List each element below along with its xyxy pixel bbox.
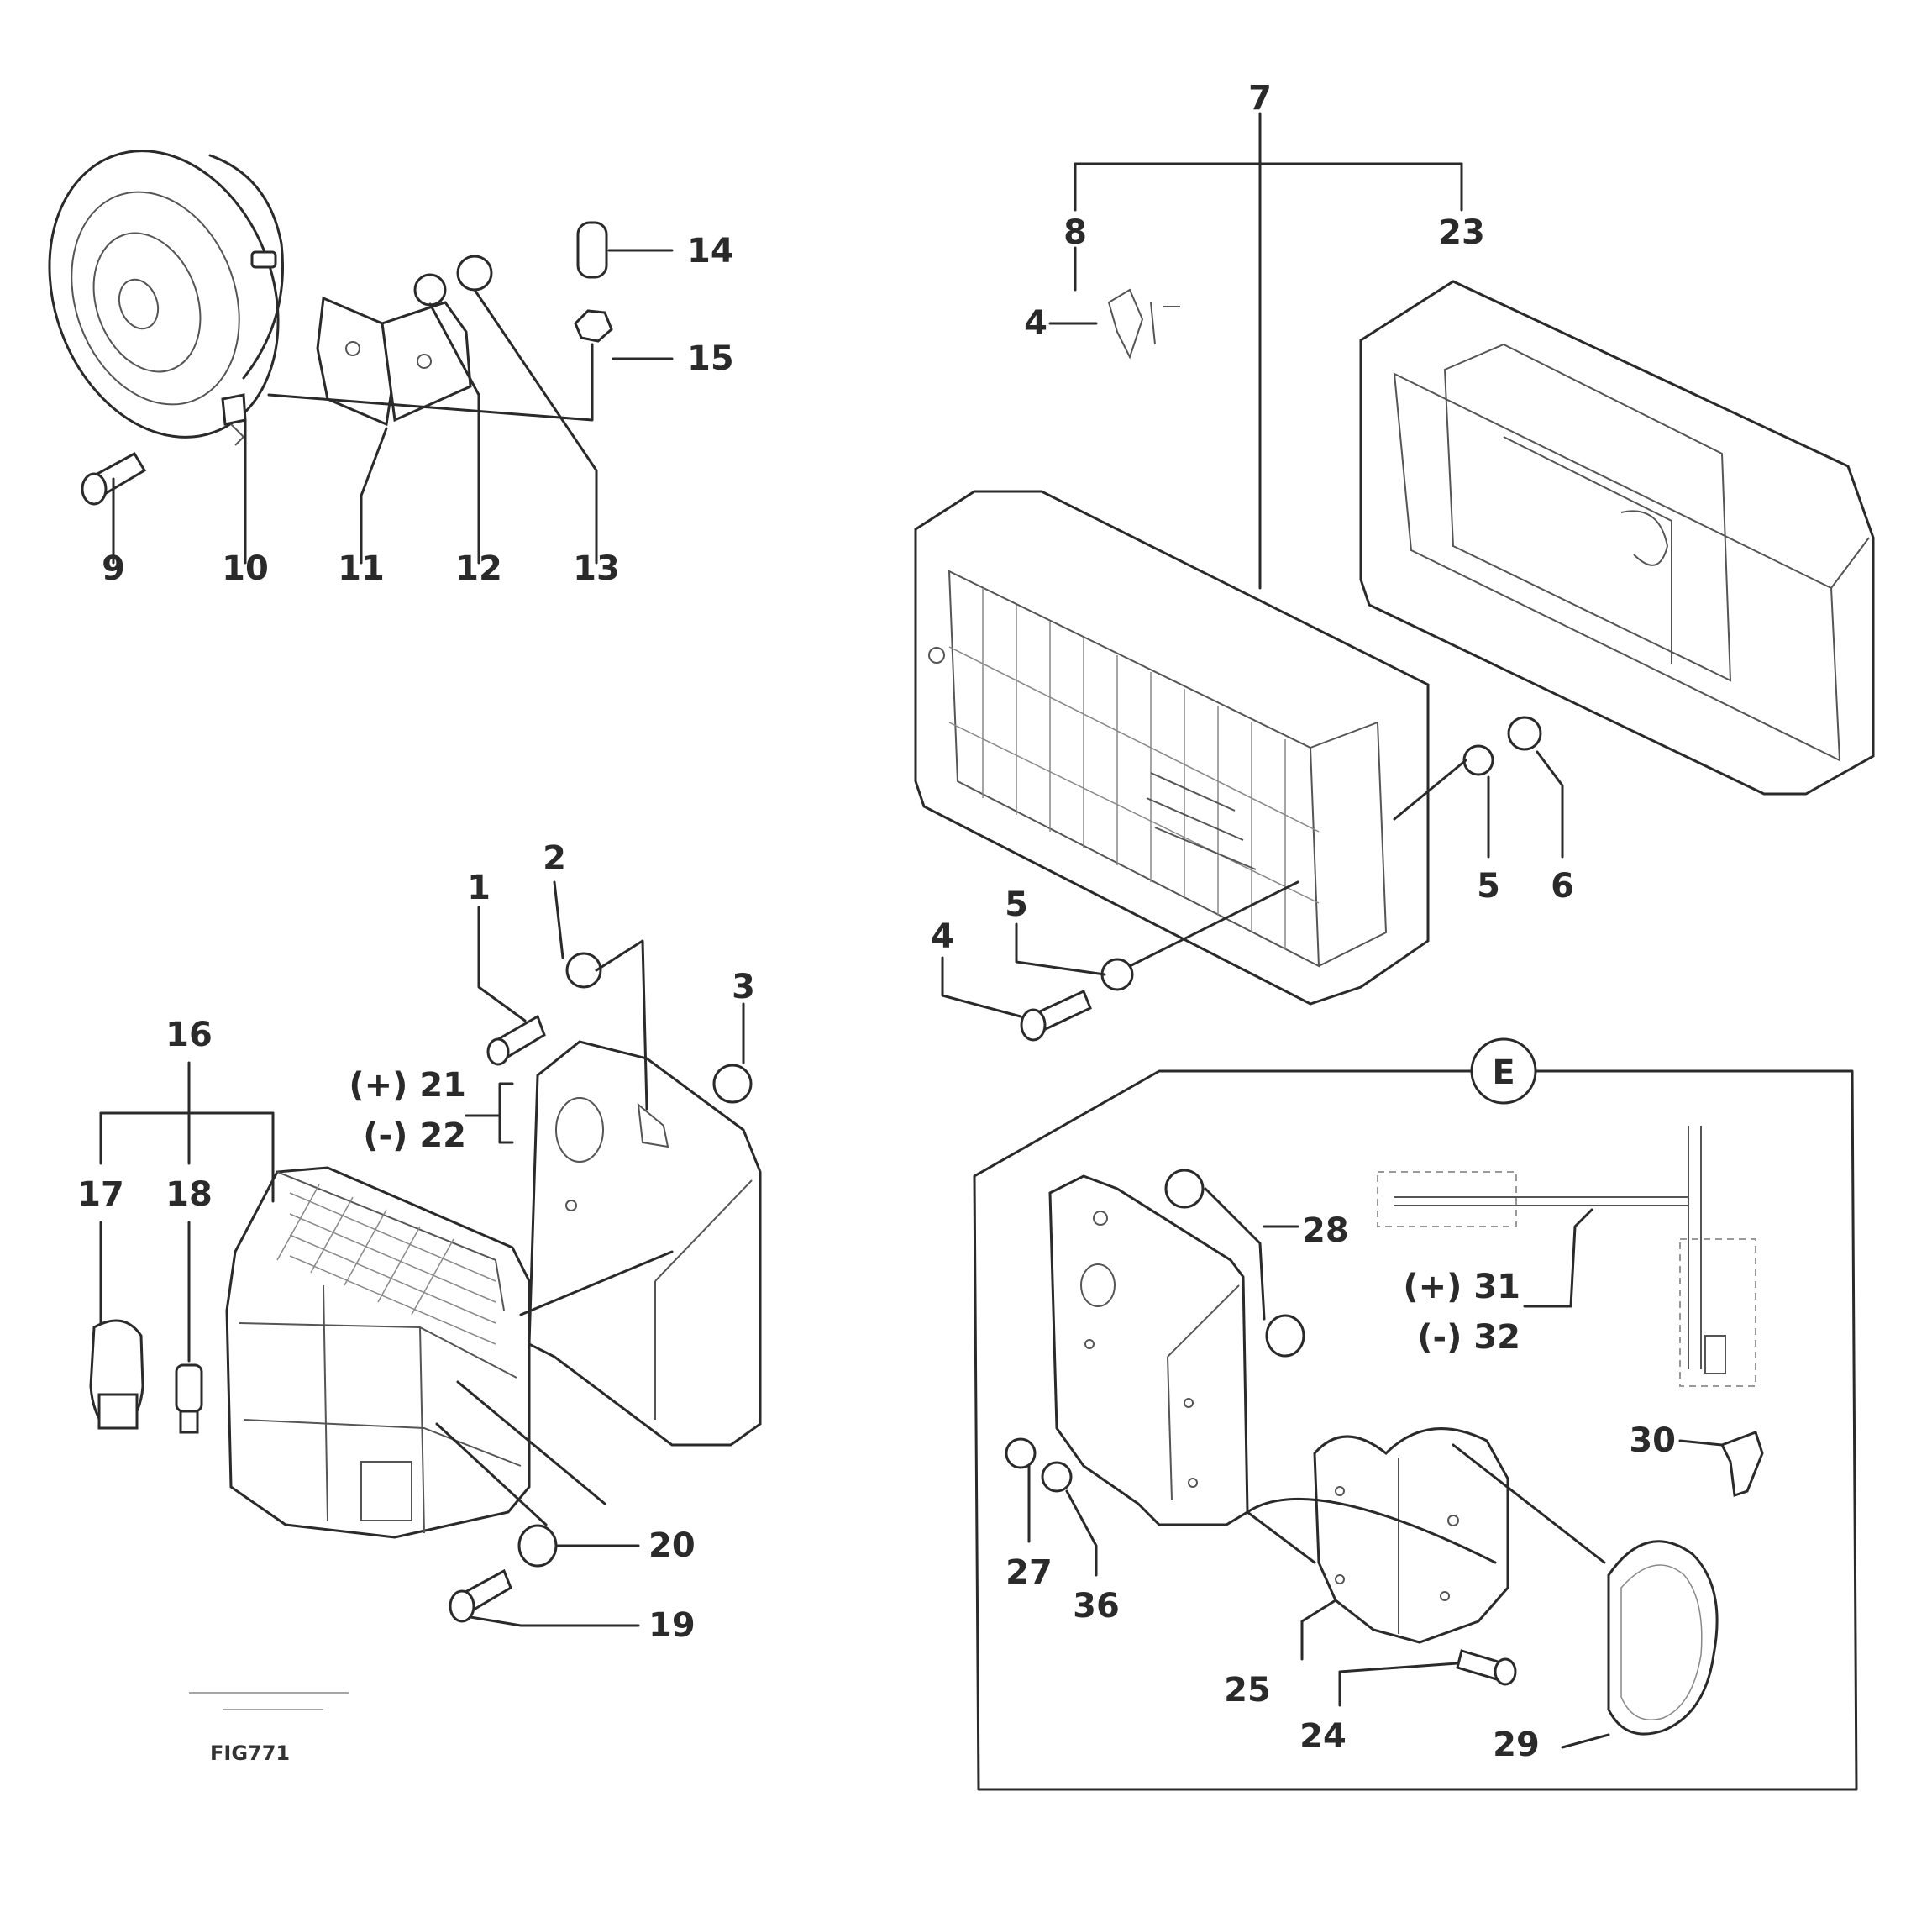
label-24: 24 xyxy=(1299,1717,1347,1756)
label-23: 23 xyxy=(1438,213,1485,252)
label-36: 36 xyxy=(1073,1587,1120,1626)
horn-washer-10 xyxy=(221,393,247,426)
work-lamp-assembly xyxy=(914,112,1875,1042)
label-9: 9 xyxy=(102,549,125,588)
label-2: 2 xyxy=(543,839,566,878)
horn xyxy=(48,150,285,446)
label-10: 10 xyxy=(222,549,269,588)
nut-15 xyxy=(574,309,613,343)
bulb-8 xyxy=(1048,246,1180,360)
washer-36 xyxy=(1041,1461,1073,1493)
screw-14 xyxy=(576,221,608,279)
lamp-rear-housing xyxy=(1359,280,1875,796)
bolt-30 xyxy=(1719,1431,1764,1498)
figure-id: FIG771 xyxy=(210,1741,290,1765)
label-5-right: 5 xyxy=(1477,867,1500,906)
tail-lamp xyxy=(225,1166,531,1539)
lamp-front-housing xyxy=(914,490,1430,1006)
label-16: 16 xyxy=(165,1016,213,1054)
bolt-24 xyxy=(1456,1649,1517,1686)
reflector-29 xyxy=(1607,1540,1719,1736)
detail-bracket xyxy=(1048,1174,1249,1526)
label-8: 8 xyxy=(1063,213,1087,252)
label-7: 7 xyxy=(1248,79,1272,118)
label-18: 18 xyxy=(165,1175,213,1214)
washer-20 xyxy=(517,1524,558,1568)
label-31: (+) 31 xyxy=(1403,1268,1520,1306)
nut-28-top xyxy=(1164,1169,1205,1209)
horn-bolt xyxy=(81,451,147,506)
detail-e-box xyxy=(973,1037,1858,1791)
horn-assembly xyxy=(48,150,674,565)
nut-28-bottom xyxy=(1265,1314,1305,1358)
label-30: 30 xyxy=(1629,1421,1676,1460)
washer-5-left xyxy=(1100,958,1134,991)
label-e: E xyxy=(1492,1053,1515,1092)
label-14: 14 xyxy=(687,232,734,271)
label-32: (-) 32 xyxy=(1417,1318,1520,1357)
label-15: 15 xyxy=(687,339,734,378)
label-4-left: 4 xyxy=(931,917,954,956)
nut-13 xyxy=(456,255,493,292)
washer-12 xyxy=(413,273,447,307)
label-1: 1 xyxy=(467,869,491,907)
washer-2 xyxy=(565,952,602,989)
label-27: 27 xyxy=(1005,1553,1053,1592)
bulb-17 xyxy=(89,1319,144,1430)
label-19: 19 xyxy=(648,1606,696,1645)
reflector-plate-25 xyxy=(1313,1427,1509,1644)
bulb-18 xyxy=(175,1363,203,1434)
lamp-bolt-4 xyxy=(1020,989,1092,1042)
label-6: 6 xyxy=(1551,867,1574,906)
figure-footer: FIG771 xyxy=(189,1692,349,1765)
label-11: 11 xyxy=(338,549,385,588)
detail-e-callout xyxy=(1470,1037,1537,1105)
label-22: (-) 22 xyxy=(363,1116,466,1155)
lamp-lens-grid xyxy=(948,588,1320,949)
label-12: 12 xyxy=(455,549,502,588)
nut-6 xyxy=(1507,716,1542,751)
label-29: 29 xyxy=(1493,1726,1540,1764)
rear-lamp-assembly xyxy=(89,880,762,1627)
horn-bracket xyxy=(316,296,472,427)
label-20: 20 xyxy=(648,1526,696,1565)
label-17: 17 xyxy=(77,1175,124,1214)
nut-27 xyxy=(1005,1437,1037,1469)
washer-5-right xyxy=(1462,744,1494,776)
part-labels: 7 8 23 4 5 6 5 4 14 15 9 10 11 12 13 1 2… xyxy=(77,79,1676,1764)
label-28: 28 xyxy=(1302,1211,1349,1250)
lamp-bracket xyxy=(528,1040,762,1447)
label-4-top: 4 xyxy=(1024,304,1047,343)
wiring-harness xyxy=(1377,1126,1756,1387)
nut-3 xyxy=(712,1064,753,1104)
label-13: 13 xyxy=(573,549,620,588)
bolt-1 xyxy=(486,1014,546,1066)
bolt-19 xyxy=(449,1568,512,1623)
label-5-left: 5 xyxy=(1005,885,1028,924)
label-25: 25 xyxy=(1224,1671,1271,1710)
label-21: (+) 21 xyxy=(349,1066,466,1105)
label-3: 3 xyxy=(732,968,755,1006)
